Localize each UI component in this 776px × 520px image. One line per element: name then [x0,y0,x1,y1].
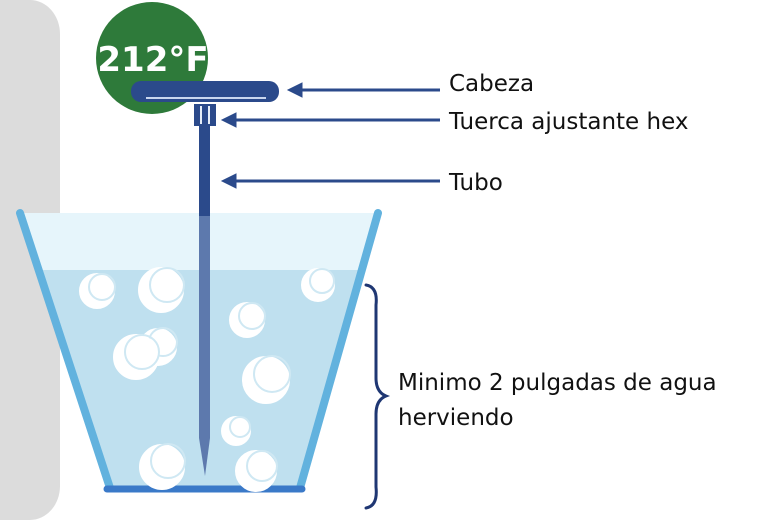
bubble-icon [229,302,266,338]
bubble-icon [235,450,278,492]
bubble-icon [301,268,335,302]
bubble-icon [79,273,116,309]
background-panel-fill [0,0,30,520]
thermometer: 212°F [96,2,279,476]
arrow-left-icon [220,112,440,128]
water-depth-brace [364,283,391,510]
thermometer-tube-submerged [199,216,210,476]
pot-right-rim [296,209,382,492]
arrow-left-icon [220,173,440,189]
temperature-reading: 212°F [97,40,208,80]
thermometer-tube [199,126,210,216]
bubble-icon [113,334,160,380]
thermometer-head [131,81,279,102]
hex-nut [194,104,216,126]
bubble-icon [139,443,186,490]
pot-left-rim [16,209,114,492]
bubble-icon [138,267,185,313]
pointer-arrows [220,82,440,189]
arrow-left-icon [286,82,440,98]
bubbles [79,267,335,492]
bubble-icon [221,416,251,446]
bubble-icon [242,355,291,404]
